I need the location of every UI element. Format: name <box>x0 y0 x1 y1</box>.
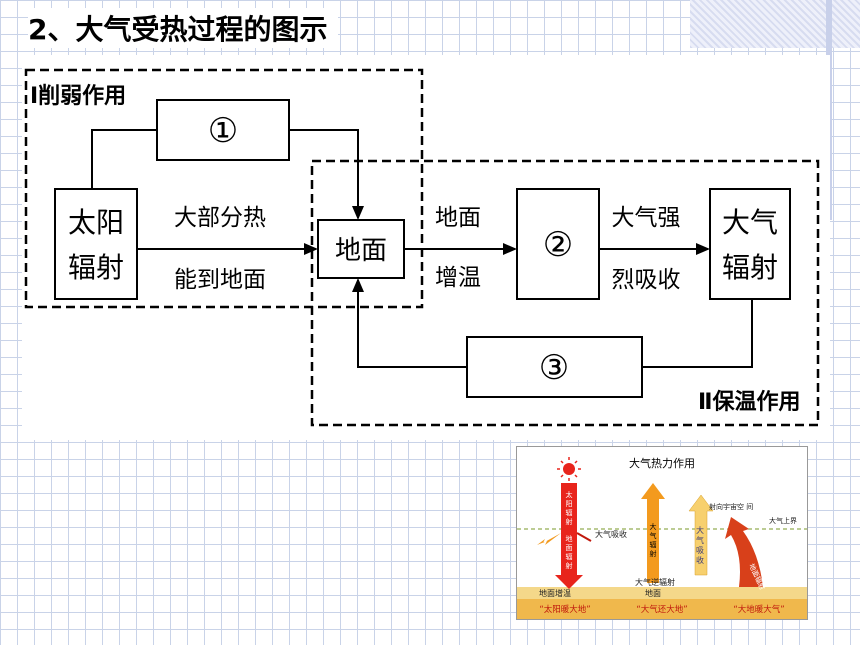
box-2-label: ② <box>543 225 573 265</box>
sun-icon <box>563 463 575 475</box>
arrow-atm-to-box3 <box>642 299 753 368</box>
solar-rad-char-4: 射 <box>566 517 573 526</box>
ground-rad-left-char-4: 射 <box>566 561 573 570</box>
box-1-label: ① <box>208 111 238 151</box>
atm-rad-char-2: 气 <box>650 531 657 540</box>
box-2 <box>516 188 600 300</box>
reflection-line-right <box>576 532 592 542</box>
most-heat-line2: 能到地面 <box>174 267 266 293</box>
atm-rad-char-4: 射 <box>650 549 657 558</box>
atm-counter-radiation-label: 大气逆辐射 <box>635 577 675 587</box>
inset-ground-layer <box>517 587 807 599</box>
arrow-box1-to-ground <box>289 129 364 220</box>
sun-radiation-line1: 太阳 <box>68 206 124 239</box>
solar-radiation-arrow <box>555 483 583 589</box>
atm-absorb-right-char-1: 大 <box>696 525 704 535</box>
atm-radiation-box <box>709 188 791 300</box>
to-space-arrow <box>688 494 714 576</box>
arrow-sun-to-box1-to-ground <box>91 129 157 189</box>
ground-warm-line1: 地面 <box>435 205 481 231</box>
title-number: 2 <box>28 13 48 46</box>
ground-rad-left-char-1: 地 <box>566 534 573 543</box>
ground-radiation-arrow <box>725 517 763 587</box>
most-heat-line1: 大部分热 <box>174 205 266 231</box>
insulation-region <box>310 159 820 427</box>
slide-decoration <box>690 0 860 48</box>
atm-absorb-line1: 大气强 <box>612 205 681 231</box>
atmosphere-thermal-inset: 大气热力作用 太 阳 辐 射 地 面 辐 射 大气吸收 大 气 辐 射 射向宇宙… <box>516 446 808 620</box>
diagram-canvas: Ⅰ削弱作用 Ⅱ保温作用 ① 太阳 辐射 大部分热 能到地面 地面 地面 增温 ②… <box>24 68 820 427</box>
section2-label: Ⅱ保温作用 <box>698 390 801 415</box>
ground-box <box>317 219 405 279</box>
atm-upper-label: 大气上界 <box>769 516 797 525</box>
to-space-label: 射向宇宙空 间 <box>709 502 753 511</box>
box-3-label: ③ <box>539 348 569 388</box>
inset-ground-label: 地面 <box>645 588 661 598</box>
sun-radiation-line2: 辐射 <box>68 251 124 284</box>
atm-counter-radiation-arrow <box>641 483 665 583</box>
atm-absorb-right-char-3: 吸 <box>696 546 704 555</box>
atm-absorb-line2: 烈吸收 <box>612 267 681 293</box>
ground-label: 地面 <box>335 236 387 266</box>
bottom-label-2: “大气还大地” <box>636 604 687 615</box>
atm-absorb-right-char-2: 气 <box>696 535 704 545</box>
atm-rad-char-1: 大 <box>650 522 657 531</box>
reflection-arrow-left <box>537 533 561 545</box>
inset-bottom-band <box>517 599 807 619</box>
heating-process-diagram: Ⅰ削弱作用 Ⅱ保温作用 ① 太阳 辐射 大部分热 能到地面 地面 地面 增温 ②… <box>22 55 830 440</box>
slide-title: 2、大气受热过程的图示 <box>28 8 338 48</box>
sun-radiation-box <box>54 188 138 300</box>
sun-rays-icon <box>557 457 581 481</box>
bottom-label-1: “太阳暖大地” <box>539 604 590 615</box>
atm-rad-char-3: 辐 <box>650 540 657 549</box>
atm-absorb-left-label: 大气吸收 <box>595 529 627 539</box>
solar-rad-char-2: 阳 <box>566 499 573 508</box>
solar-rad-char-3: 辐 <box>566 508 573 517</box>
section1-label: Ⅰ削弱作用 <box>30 84 126 109</box>
weakening-region <box>24 68 424 309</box>
ground-rad-left-char-2: 面 <box>566 544 573 552</box>
arrow-box3-to-ground <box>352 278 467 368</box>
ground-warm-line2: 增温 <box>435 265 481 291</box>
title-text: 、大气受热过程的图示 <box>47 13 328 46</box>
solar-rad-char-1: 太 <box>566 490 573 499</box>
inset-title: 大气热力作用 <box>629 456 695 470</box>
ground-warming-label: 地面增温 <box>539 588 571 598</box>
atm-radiation-line1: 大气 <box>722 206 778 239</box>
atm-radiation-line2: 辐射 <box>722 251 778 284</box>
atm-absorb-right-char-4: 收 <box>696 555 704 565</box>
ground-rad-left-char-3: 辐 <box>566 552 573 561</box>
inset-canvas: 大气热力作用 太 阳 辐 射 地 面 辐 射 大气吸收 大 气 辐 射 射向宇宙… <box>517 456 807 619</box>
box-3 <box>466 336 643 398</box>
bottom-label-3: “大地暖大气” <box>733 604 784 615</box>
